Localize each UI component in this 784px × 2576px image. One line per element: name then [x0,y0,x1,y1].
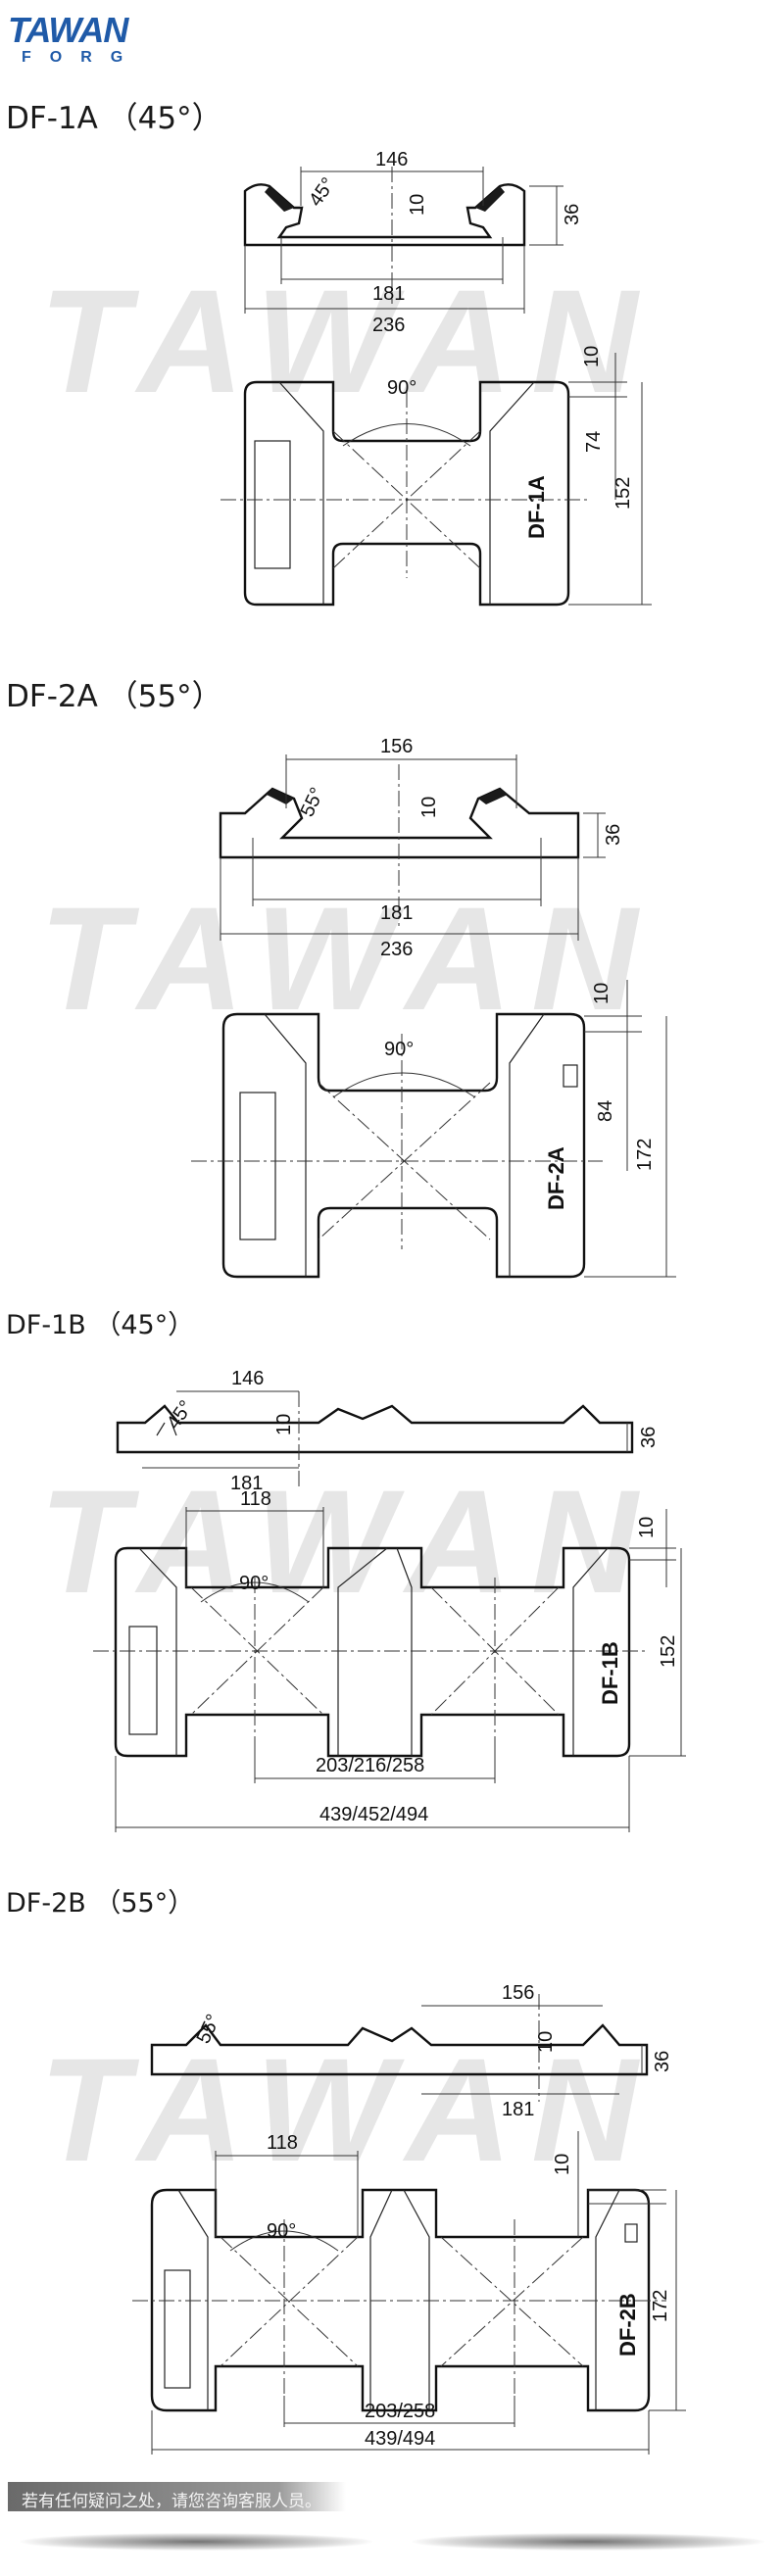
section-title-df-1b: DF-1B （45°） [6,1310,195,1340]
dim-gap: 10 [273,1414,295,1435]
dim-bottom-width: 181 [372,283,405,305]
dim-overall-span: 439/452/494 [319,1804,428,1825]
dim-overall: 236 [380,939,413,960]
dim-center-angle: 90° [267,2220,296,2242]
part-label: DF-1B [598,1641,622,1705]
top-view: 90° 118 DF-2B 10 172 203/258 439/494 [132,2131,686,2454]
brand-logo: TAWAN FORG [8,10,165,71]
dim-total: 172 [634,1139,656,1171]
drawing-df-2a: 156 10 55° 181 236 36 [0,720,784,1279]
dim-inner: 84 [595,1100,616,1122]
dim-offset: 10 [581,346,603,367]
dim-gap: 10 [418,797,440,818]
drawing-df-2b: 156 10 55° 181 36 90° [0,1925,784,2459]
dim-angle: 45° [305,173,339,210]
dim-bottom-width: 181 [502,2099,534,2120]
dim-inner: 74 [583,431,605,453]
drawing-df-1a: 146 10 45° 181 236 36 9 [0,147,784,608]
footer-note-bar: 若有任何疑问之处，请您咨询客服人员。 [8,2482,346,2511]
top-view: 90° DF-2A 10 84 172 [191,980,676,1279]
section-title-df-1a: DF-1A （45°） [6,101,222,136]
dim-top-width: 156 [380,736,413,757]
dim-total: 152 [612,477,634,510]
dim-height: 36 [603,824,624,846]
dim-gap: 10 [407,194,428,216]
dim-inner-span: 203/216/258 [316,1755,424,1776]
dim-overall-span: 439/494 [365,2428,435,2450]
dim-offset: 10 [636,1517,658,1538]
dim-height: 36 [562,204,583,225]
top-view: 90° DF-1A 10 74 152 [220,346,652,607]
side-view: 156 10 55° 181 236 36 [219,736,624,960]
dim-inner-span: 203/258 [365,2401,435,2422]
dim-gap: 10 [535,2031,557,2053]
dim-center-angle: 90° [384,1039,414,1060]
part-label: DF-1A [524,475,549,539]
footer-shadow-right [412,2533,764,2551]
logo-wordmark: TAWAN [8,10,128,50]
footer-shadow-left [20,2533,372,2551]
dim-bottom-width: 181 [230,1473,263,1494]
dim-offset: 10 [552,2154,573,2175]
part-label: DF-2B [615,2293,640,2357]
dim-center-angle: 90° [239,1573,269,1594]
section-title-df-2b: DF-2B （55°） [6,1888,195,1919]
dim-top-width: 156 [502,1982,534,2004]
dim-offset: 10 [591,983,612,1004]
dim-total: 172 [650,2290,671,2322]
dim-top-width: 146 [375,149,408,170]
dim-height: 36 [638,1427,660,1448]
dim-total: 152 [658,1635,679,1668]
logo-subtext: FORG [22,49,142,66]
dim-bottom-width: 181 [380,902,413,924]
part-label: DF-2A [544,1146,568,1210]
dim-pitch: 118 [267,2132,298,2154]
dim-center-angle: 90° [387,377,416,399]
section-title-df-2a: DF-2A （55°） [6,679,222,714]
drawing-df-1b: 146 10 45° 181 36 90° 118 [0,1352,784,1852]
footer-note: 若有任何疑问之处，请您咨询客服人员。 [22,2492,321,2510]
dim-height: 36 [652,2051,673,2072]
dim-angle: 45° [163,1396,197,1433]
dim-pitch: 118 [240,1488,271,1510]
dim-top-width: 146 [231,1368,264,1389]
top-view: 90° 118 DF-1B 10 152 203/216/258 439/452… [93,1488,686,1832]
dim-overall: 236 [372,315,405,336]
